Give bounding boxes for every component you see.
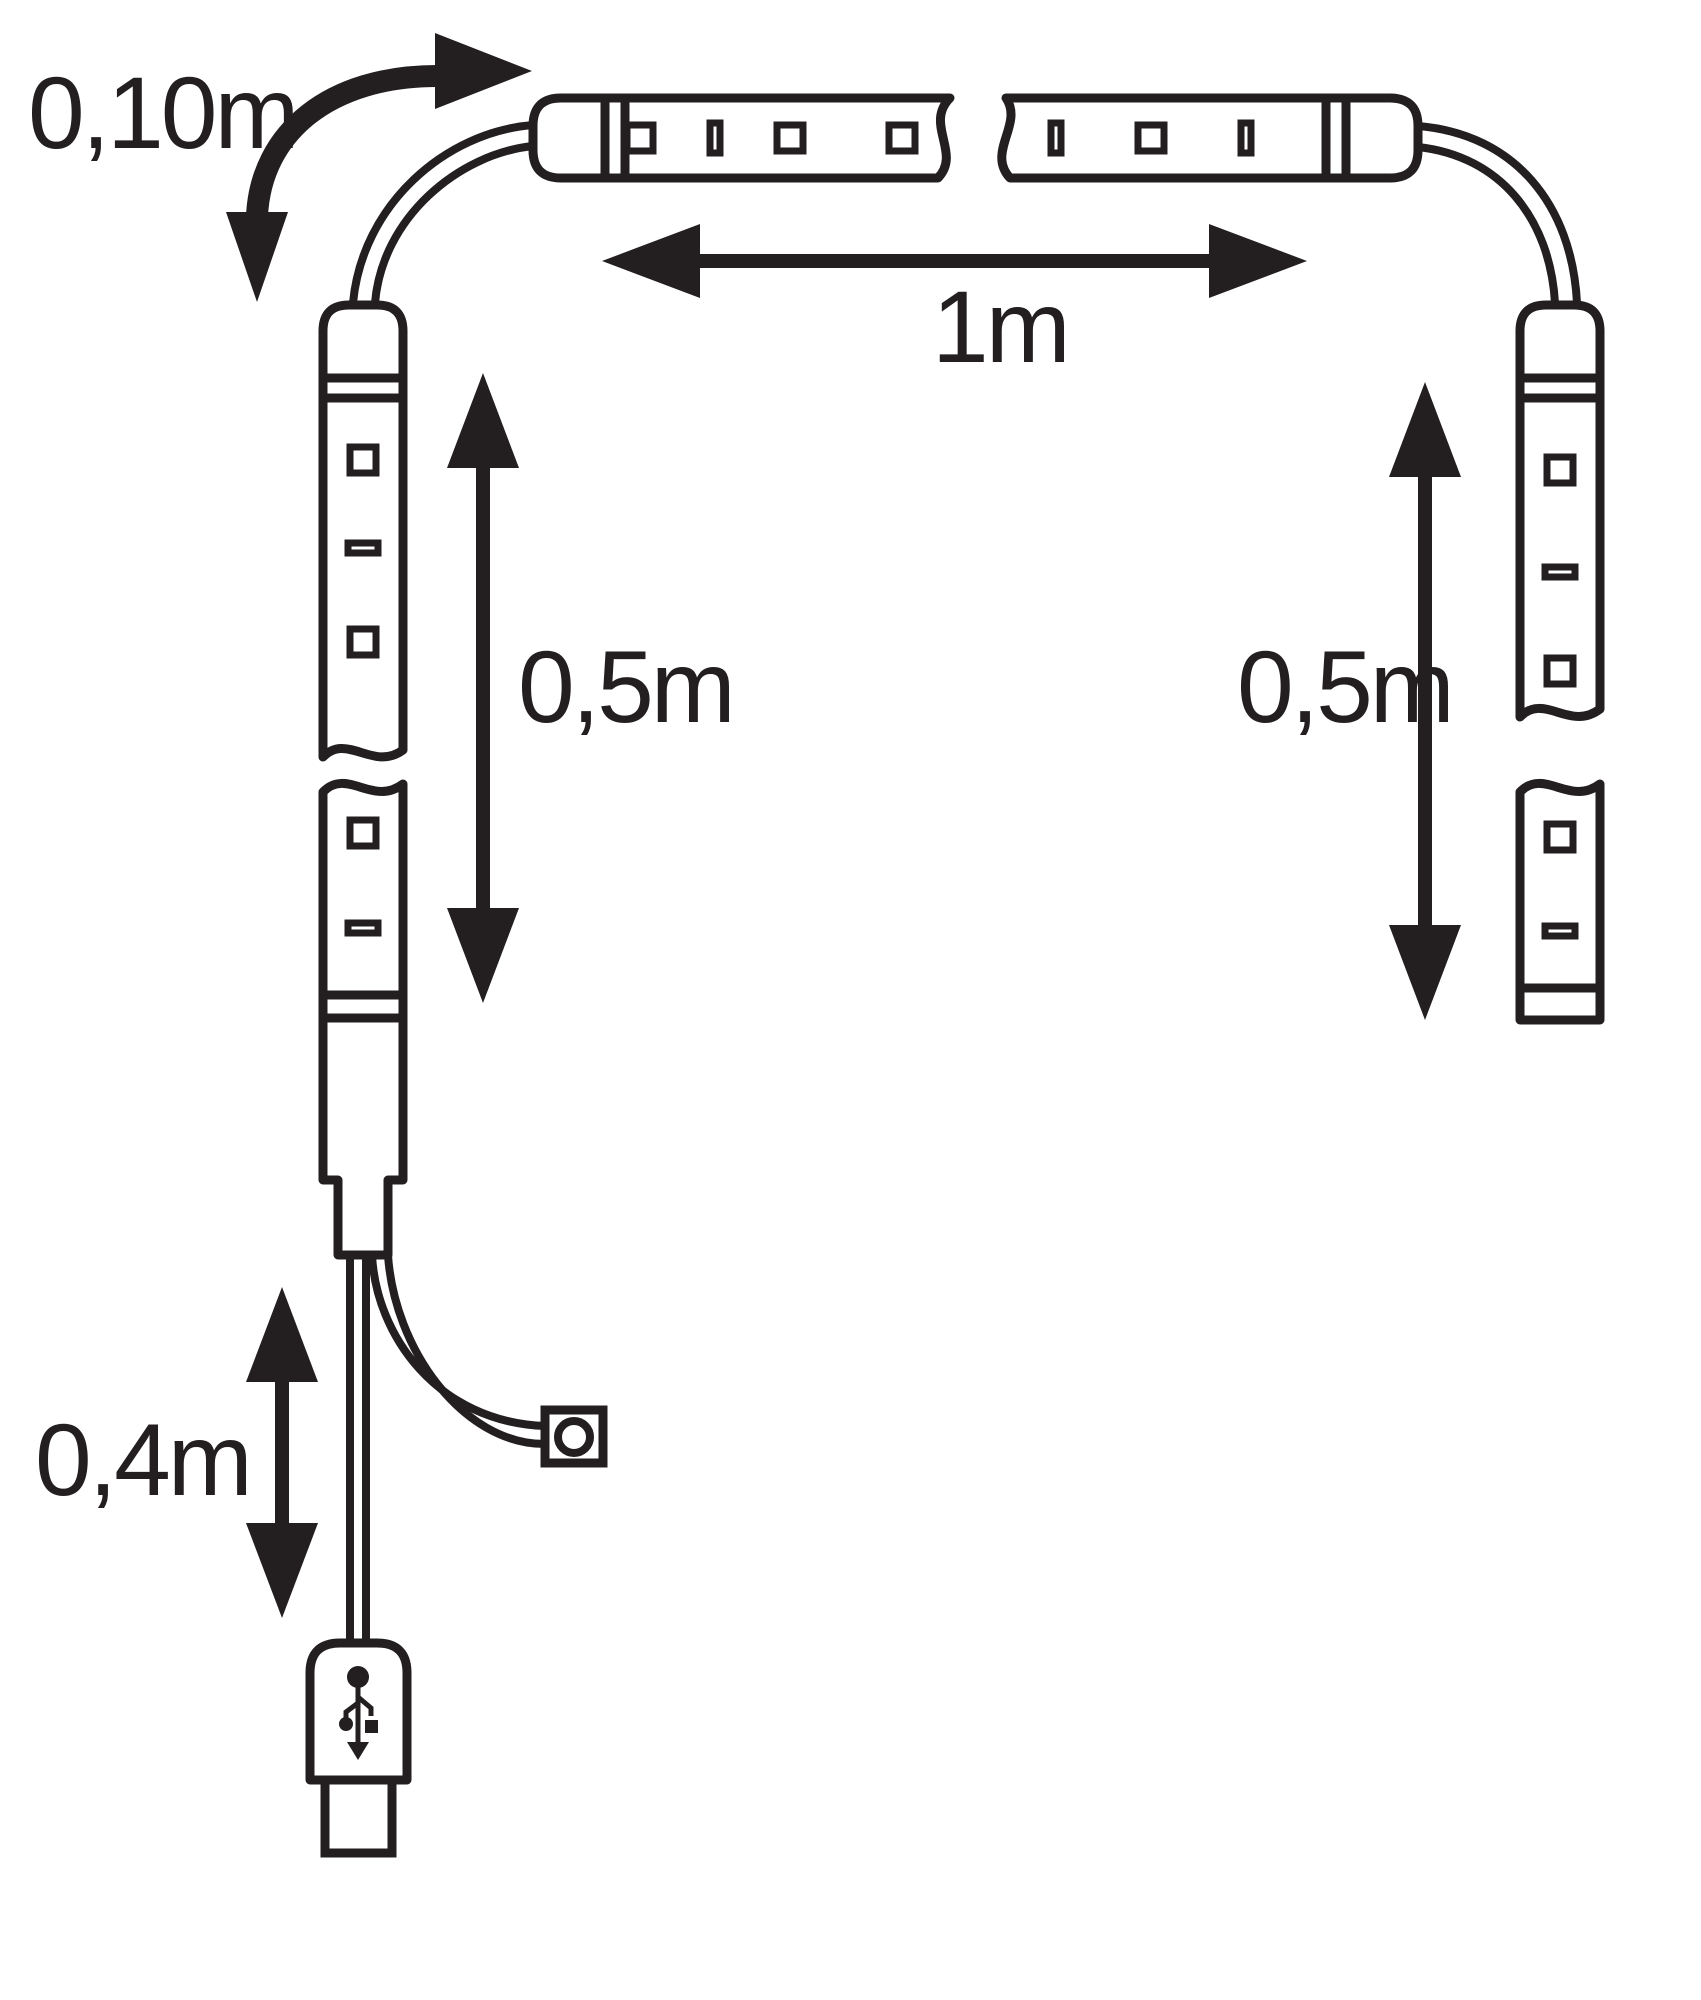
led-strip-right [1515, 300, 1605, 1025]
led-square [885, 121, 919, 155]
arrow-down-icon [1389, 925, 1461, 1020]
led-bar [344, 539, 382, 557]
usb-trident-icon [339, 1666, 378, 1760]
led-square [1134, 121, 1168, 155]
arrow-up-icon [1389, 382, 1461, 477]
dimension-label-right-strip: 0,5m [1237, 630, 1452, 744]
cable-line [1417, 143, 1559, 304]
dimension-label-usb-cable: 0,4m [35, 1403, 250, 1517]
cable-line [371, 142, 534, 304]
dimension-arrow-right-05m [1389, 382, 1461, 1020]
led-square [773, 121, 807, 155]
dimension-arrow-1m [602, 224, 1307, 298]
led-square [346, 625, 380, 659]
dimension-arrow-left-05m [447, 373, 519, 1003]
dimension-label-left-strip: 0,5m [518, 630, 733, 744]
usb-plug [305, 1638, 412, 1858]
led-square [623, 121, 657, 155]
led-bar [1237, 119, 1255, 157]
led-bar [344, 919, 382, 937]
led-bar [706, 119, 724, 157]
cable-line [368, 1254, 546, 1430]
power-cable [346, 1254, 546, 1643]
usb-plug-tip [320, 1775, 397, 1858]
arrow-down-icon [246, 1523, 318, 1618]
curved-arrow-shaft [246, 65, 438, 217]
led-strip-left [318, 300, 408, 1260]
cable-line [1417, 122, 1581, 304]
arrow-right-icon [435, 33, 532, 109]
cable-line [349, 121, 534, 304]
dimension-arrow-04m [246, 1287, 318, 1618]
led-square [1543, 453, 1577, 487]
led-bar [1541, 563, 1579, 581]
inline-connector [540, 1405, 608, 1468]
arrow-left-icon [602, 224, 700, 298]
arrow-up-icon [447, 373, 519, 468]
dimension-label-top-strip: 1m [932, 270, 1068, 384]
connector-button-icon [554, 1417, 594, 1457]
strip-top-left-piece [528, 93, 955, 183]
strip-left-upper-piece [318, 300, 408, 762]
cable-line [384, 1254, 546, 1448]
led-strip-top [528, 93, 1423, 183]
led-square [1543, 820, 1577, 854]
led-bar [1047, 119, 1065, 157]
arrow-right-icon [1209, 224, 1307, 298]
corner-cable-right [1417, 122, 1581, 304]
strip-right-lower-piece [1515, 778, 1605, 1025]
corner-cable-left [349, 121, 534, 304]
led-square [1543, 654, 1577, 688]
led-bar [1541, 922, 1579, 940]
strip-right-upper-piece [1515, 300, 1605, 722]
arrow-up-icon [246, 1287, 318, 1382]
arrow-down-icon [226, 212, 288, 302]
strip-top-right-piece [997, 93, 1423, 183]
arrow-down-icon [447, 908, 519, 1003]
led-square [346, 816, 380, 850]
curved-dimension-arrow [226, 33, 532, 302]
dimension-label-connector-arc: 0,10m [28, 56, 297, 170]
led-square [346, 443, 380, 477]
